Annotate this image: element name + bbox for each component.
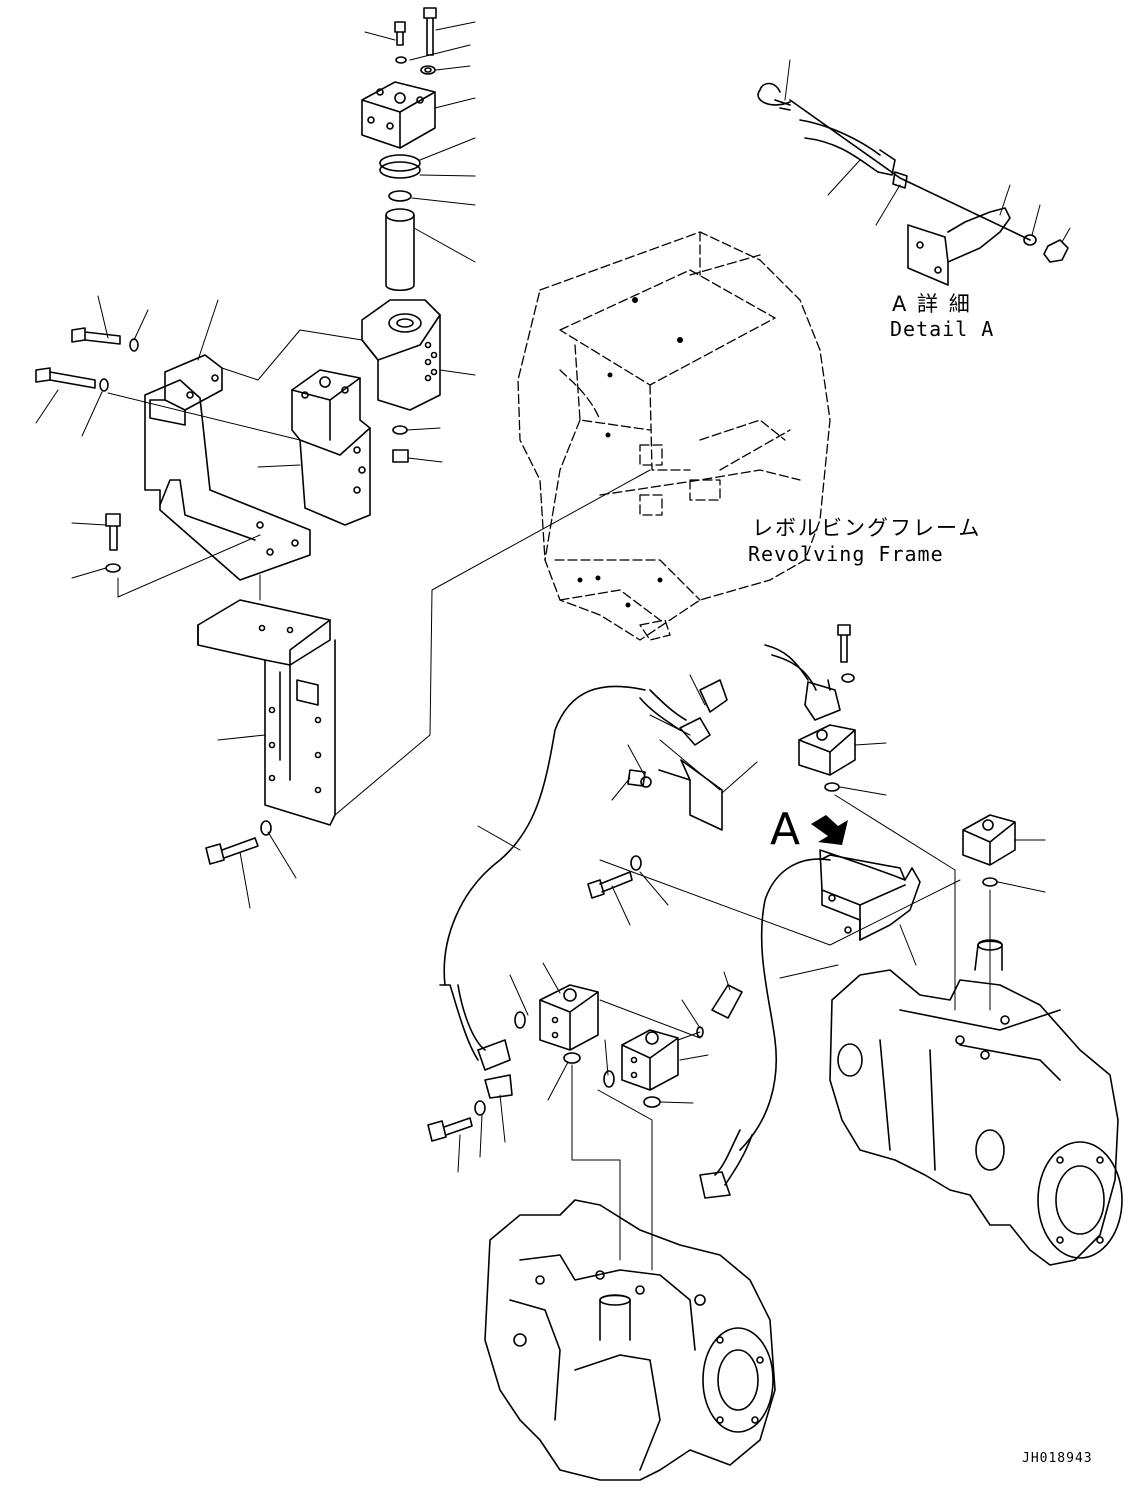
upper-bracket [144,354,311,581]
revolving-frame [517,231,831,641]
connector-lines [107,329,991,1271]
detail-a-label-jp: A 詳 細 [892,292,972,316]
revolving-frame-label-en: Revolving Frame [748,542,944,566]
hoses [439,679,831,1199]
frame-holes [577,297,683,608]
pump-left [484,1199,776,1481]
view-arrow [811,815,848,845]
revolving-frame-label-jp: レボルビングフレーム [752,516,982,540]
detail-a [757,82,1069,286]
detail-a-label-en: Detail A [890,317,995,341]
bolts-left [35,327,139,573]
middle-blocks [514,724,1016,1108]
leader-lines [35,21,1071,1173]
valve-stack [361,7,441,463]
pump-right [827,679,1123,1266]
mounted-valve [291,369,371,526]
view-marker-a: A [770,804,801,855]
drawing-code: JH018943 [1022,1451,1093,1466]
l-bracket [197,599,336,865]
